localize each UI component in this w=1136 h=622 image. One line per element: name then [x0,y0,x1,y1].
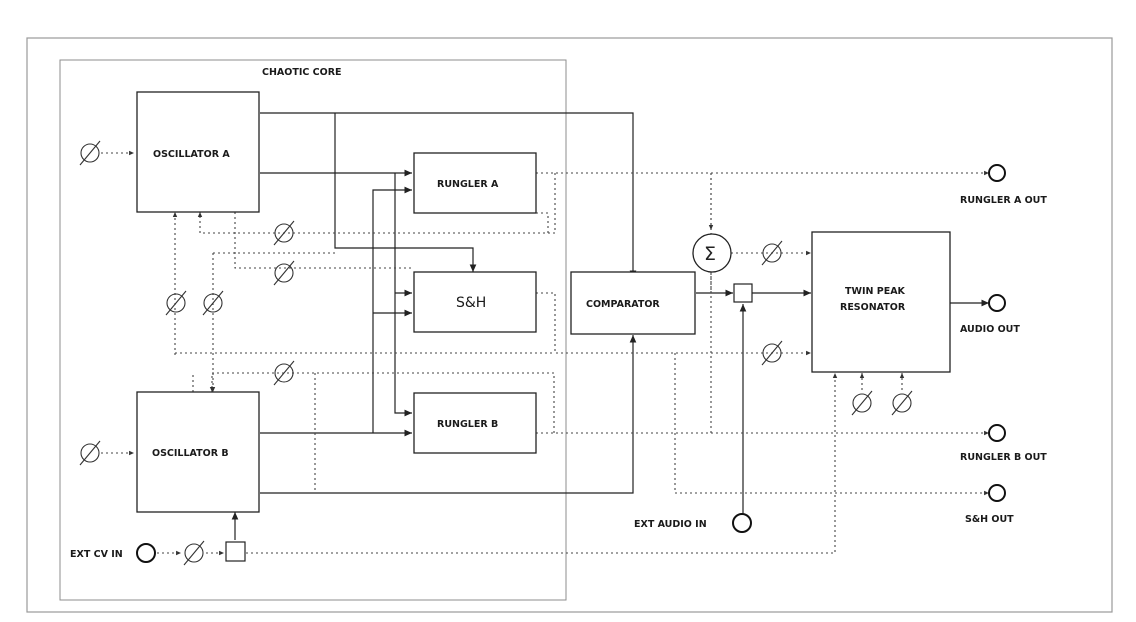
summing-mixer [692,233,732,273]
oscillator-b-label: OSCILLATOR B [152,448,229,459]
knob-sh-level-icon[interactable] [761,340,783,366]
knob-resonator-1-icon[interactable] [851,390,873,416]
wire-oscb-comparator [260,335,637,494]
dwire-rungler-a-loop [536,212,549,233]
knob-osc-b-freq-icon[interactable] [79,440,101,466]
comparator-label: COMPARATOR [586,299,660,310]
oscillator-b-block [136,391,260,513]
rungler-b-out-jack[interactable] [988,424,1006,442]
twin-peak-resonator-block [811,231,951,373]
audio-out-label: AUDIO OUT [960,324,1020,335]
sh-out-label: S&H OUT [965,514,1014,525]
knob-osc-a-fb2-icon[interactable] [202,290,224,316]
knob-osc-a-fb1-icon[interactable] [165,290,187,316]
sh-block [413,271,537,333]
diagram-frame [26,37,1113,613]
comparator-block [570,271,696,335]
summing-mixer-symbol: Σ [704,243,716,265]
wire-osca-comparator [260,112,637,278]
knob-mix-icon[interactable] [761,240,783,266]
knob-rungler-a-icon[interactable] [273,220,295,246]
knob-osca-mod-icon[interactable] [273,260,295,286]
resonator-label-line1: TWIN PEAK [845,286,906,297]
ext-cv-in-label: EXT CV IN [70,549,123,560]
oscillator-a-block [136,91,260,213]
chaotic-core-region [59,59,567,601]
resonator-label-line2: RESONATOR [840,302,906,313]
dwire-osca-knob3 [234,212,412,269]
dwire-rungler-b-oscb [209,372,555,433]
audio-out-jack[interactable] [988,294,1006,312]
rungler-a-block [413,152,537,214]
ext-audio-in-label: EXT AUDIO IN [634,519,707,530]
chaotic-core-label: CHAOTIC CORE [262,67,342,78]
vca-square [733,283,753,303]
dwire-cv-resonator [246,373,838,554]
dwire-sh-resonator [536,292,811,356]
cv-attenuator-square [225,541,246,562]
knob-ext-cv-icon[interactable] [183,540,205,566]
knob-osc-a-freq-icon[interactable] [79,140,101,166]
rungler-a-out-jack[interactable] [988,164,1006,182]
dwire-sh-out [674,353,989,496]
ext-audio-in-jack[interactable] [732,513,752,533]
wire-osca-rungler-b [394,173,412,417]
wire-osca-sh-clock [334,113,477,272]
sh-out-jack[interactable] [988,484,1006,502]
rungler-a-out-label: RUNGLER A OUT [960,195,1047,206]
knob-rungler-b-icon[interactable] [273,360,295,386]
knob-resonator-2-icon[interactable] [891,390,913,416]
rungler-a-label: RUNGLER A [437,179,499,190]
rungler-b-label: RUNGLER B [437,419,498,430]
ext-cv-in-jack[interactable] [136,543,156,563]
oscillator-a-label: OSCILLATOR A [153,149,230,160]
rungler-b-block [413,392,537,454]
dwire-rungler-a-osca [197,173,556,234]
rungler-b-out-label: RUNGLER B OUT [960,452,1047,463]
sh-label: S&H [456,295,486,311]
wire-oscb-rungler-a [372,186,412,433]
